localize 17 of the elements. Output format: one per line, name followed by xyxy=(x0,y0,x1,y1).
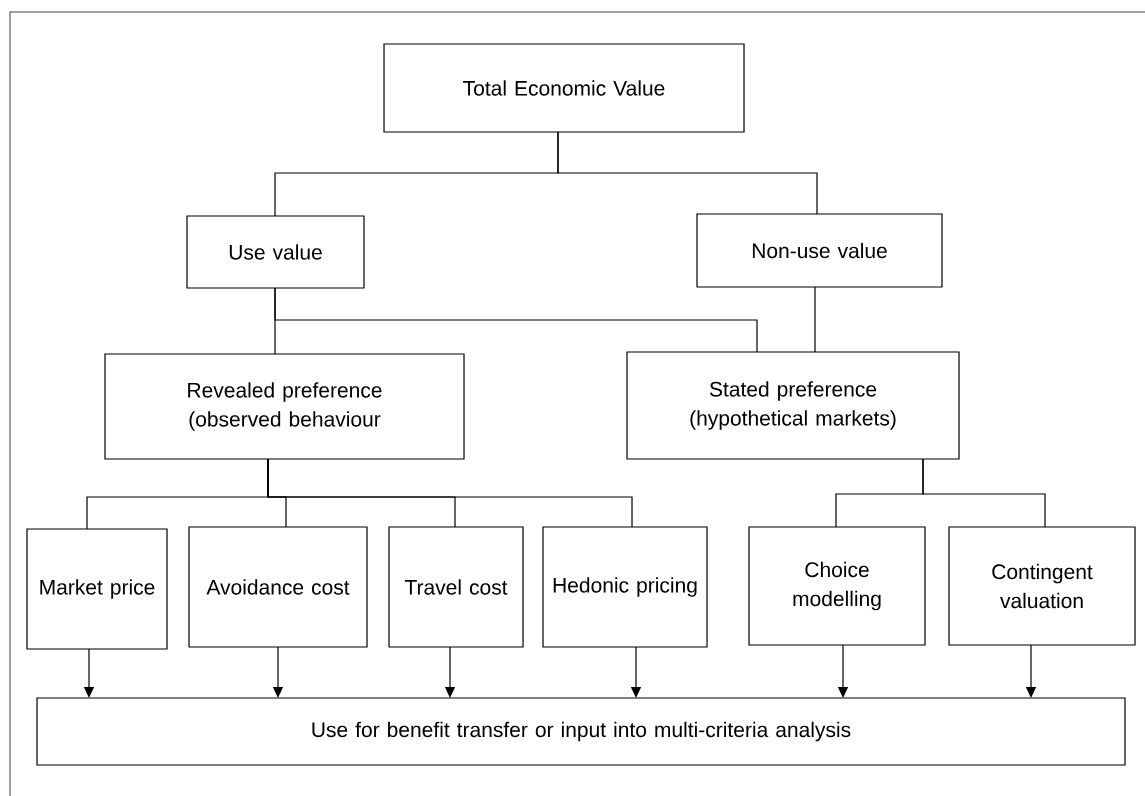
result-box: Use for benefit transfer or input into multi-criteria analysis xyxy=(36,697,1126,766)
category-box: Stated preference (hypothetical markets) xyxy=(626,351,960,460)
connector-line xyxy=(274,287,758,353)
method-box: Avoidance cost xyxy=(188,526,368,648)
method-box: Travel cost xyxy=(388,526,524,648)
connector-line xyxy=(267,458,633,528)
method-box: Choice modelling xyxy=(748,526,926,646)
connector-line xyxy=(557,131,818,215)
method-box: Market price xyxy=(26,528,168,650)
method-box: Contingent valuation xyxy=(948,526,1136,646)
method-box: Hedonic pricing xyxy=(542,526,708,648)
title-box: Total Economic Value xyxy=(383,43,745,133)
connector-line xyxy=(814,286,816,353)
category-box: Non-use value xyxy=(696,213,943,288)
category-box: Revealed preference (observed behaviour xyxy=(104,353,465,460)
connector-line xyxy=(922,458,1046,528)
category-box: Use value xyxy=(186,215,365,289)
